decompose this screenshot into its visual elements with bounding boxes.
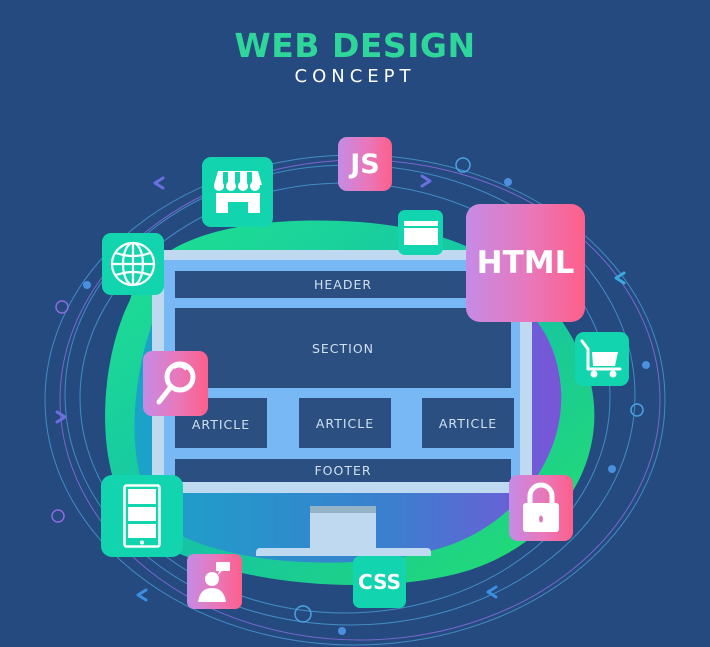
- shop-icon: [213, 171, 262, 213]
- monitor-base: [256, 548, 431, 556]
- monitor: HEADER SECTION ARTICLE ARTICLE ARTICLE F…: [152, 250, 532, 493]
- css-label: CSS: [358, 570, 401, 594]
- page-subtitle: CONCEPT: [294, 66, 416, 87]
- article-block: ARTICLE: [422, 398, 514, 448]
- js-label: JS: [350, 148, 380, 180]
- cart-tile[interactable]: [575, 332, 629, 386]
- cart-icon: [580, 339, 622, 378]
- user-chat-icon: [197, 561, 230, 602]
- monitor-stand-shadow: [310, 506, 376, 513]
- browser-window-icon: [403, 220, 438, 245]
- js-tile[interactable]: JS: [338, 137, 392, 191]
- page-title: WEB DESIGN: [234, 26, 476, 65]
- article-block: ARTICLE: [299, 398, 391, 448]
- globe-icon: [110, 241, 156, 287]
- monitor-stand: [310, 506, 376, 548]
- chevron-right-icon: [55, 410, 67, 424]
- css-tile[interactable]: CSS: [353, 556, 406, 608]
- chevron-left-icon: [136, 588, 148, 602]
- mobile-layout-tile[interactable]: [101, 475, 183, 557]
- lock-icon: [523, 482, 559, 532]
- section-block: SECTION: [175, 308, 511, 388]
- html-tile[interactable]: HTML: [466, 204, 585, 322]
- search-tile[interactable]: [143, 351, 208, 416]
- lock-tile[interactable]: [509, 475, 573, 541]
- search-icon: [156, 361, 195, 404]
- user-chat-tile[interactable]: [187, 554, 242, 609]
- article-label: ARTICLE: [191, 417, 251, 432]
- chevron-right-icon: [420, 174, 432, 188]
- header-block: HEADER: [175, 271, 511, 298]
- footer-block: FOOTER: [175, 459, 511, 482]
- chevron-left-icon: [614, 271, 626, 285]
- html-label: HTML: [476, 245, 575, 281]
- chevron-left-icon: [153, 176, 165, 190]
- mobile-layout-icon: [123, 484, 161, 548]
- globe-tile[interactable]: [102, 233, 164, 295]
- browser-tile[interactable]: [398, 210, 443, 255]
- chevron-left-icon: [486, 585, 498, 599]
- shop-tile[interactable]: [202, 157, 273, 227]
- monitor-screen: HEADER SECTION ARTICLE ARTICLE ARTICLE F…: [164, 260, 520, 482]
